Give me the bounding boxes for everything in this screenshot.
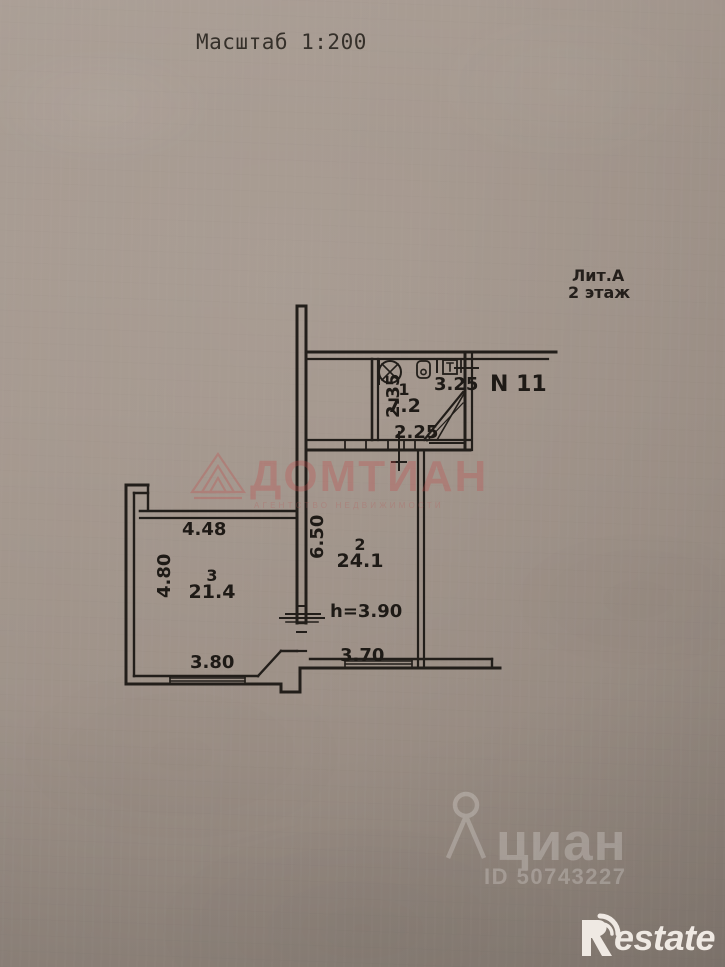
room-2-area: 24.1 bbox=[336, 550, 384, 572]
building-letter-label: Лит.А bbox=[572, 266, 625, 285]
room-3-label: 3 21.4 bbox=[184, 568, 240, 602]
dimension-room2-width-bottom: 3.70 bbox=[340, 645, 385, 666]
room-3-number: 3 bbox=[206, 566, 218, 585]
room-1-area: 7.2 bbox=[387, 395, 421, 417]
room-2-label: 2 24.1 bbox=[332, 537, 388, 571]
room-3-area: 21.4 bbox=[188, 581, 236, 603]
ceiling-height-label: h=3.90 bbox=[330, 601, 403, 622]
room-2-number: 2 bbox=[354, 535, 366, 554]
floor-label: 2 этаж bbox=[568, 283, 631, 302]
room-1-label: 1 7.2 bbox=[381, 382, 427, 416]
dimension-room1-height: 2.35 bbox=[383, 373, 404, 418]
scale-label: Масштаб 1:200 bbox=[196, 30, 367, 54]
room-1-number: 1 bbox=[398, 380, 410, 399]
dimension-room2-height: 6.50 bbox=[307, 514, 328, 559]
dimension-room1-width-top: 3.25 bbox=[434, 374, 479, 395]
dimension-room3-height: 4.80 bbox=[154, 553, 175, 598]
dimension-room1-width-bottom: 2.25 bbox=[394, 422, 439, 443]
apartment-number-label: N 11 bbox=[490, 372, 547, 397]
dimension-room3-width-top: 4.48 bbox=[182, 519, 227, 540]
dimension-room3-width-bottom: 3.80 bbox=[190, 652, 235, 673]
